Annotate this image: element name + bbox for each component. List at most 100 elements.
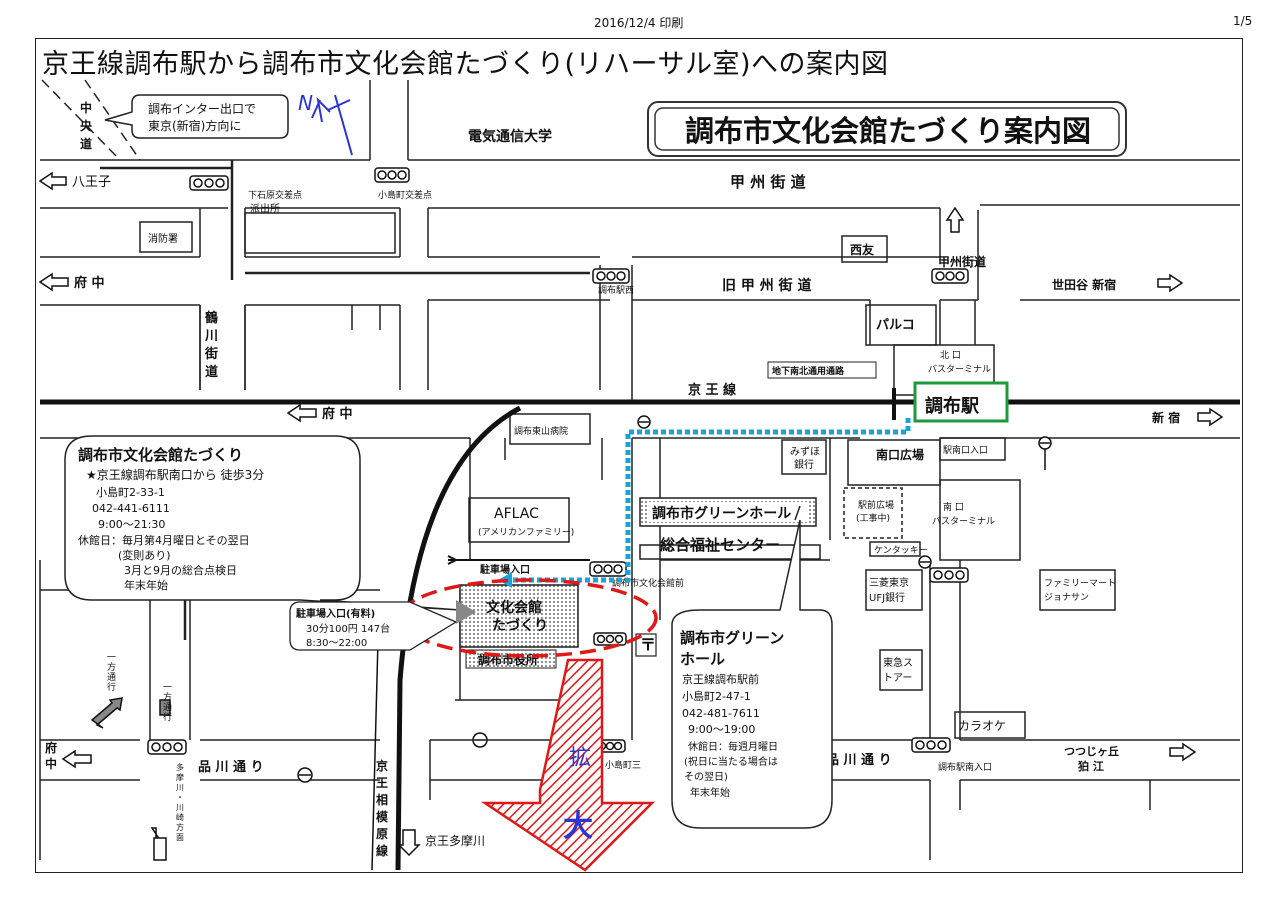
print-date: 2016/12/4 印刷 xyxy=(594,16,684,30)
post-office-icon: 〒 xyxy=(640,635,656,654)
svg-text:原: 原 xyxy=(376,827,388,841)
walking-route xyxy=(505,418,911,583)
north-exit-label: 北 口 xyxy=(940,350,961,361)
kojimacho-label: 小島町交差点 xyxy=(378,189,432,201)
svg-text:川: 川 xyxy=(176,803,184,812)
svg-text:一: 一 xyxy=(107,653,116,663)
interchange-note: 調布インター出口で 東京(新宿)方向に xyxy=(104,94,289,139)
aflac-sub-label: (アメリカンファミリー) xyxy=(478,527,574,538)
svg-text:多: 多 xyxy=(176,762,184,772)
page-number: 1/5 xyxy=(1233,14,1253,28)
no-entry-signs xyxy=(297,415,1052,783)
svg-text:街: 街 xyxy=(204,346,218,362)
enlarge-arrow-icon: 拡 大 xyxy=(480,658,656,872)
kyu-koshu-kaido-label: 旧 甲 州 街 道 xyxy=(722,277,812,294)
svg-text:方: 方 xyxy=(163,691,172,703)
chuo-expressway-2: 央 xyxy=(80,118,93,133)
kfc-label: ケンタッキー xyxy=(874,545,928,556)
tazukuri-highlight xyxy=(398,578,658,658)
svg-text:鶴: 鶴 xyxy=(205,310,218,326)
tokyu-store-label-2: トアー xyxy=(883,673,912,684)
svg-text:・: ・ xyxy=(176,793,184,802)
parking-entrance-small-label: 駐車場入口 xyxy=(480,563,530,576)
shimoishihara-label: 下石原交差点 xyxy=(248,189,302,201)
tazukuri-info-line4: 9:00～21:30 xyxy=(98,518,165,531)
mizuho-label-1: みずほ xyxy=(790,446,820,458)
svg-text:川: 川 xyxy=(176,783,184,792)
svg-text:行: 行 xyxy=(163,711,172,723)
tazukuri-info-line3: 042-441-6111 xyxy=(92,502,170,515)
direction-arrows xyxy=(38,171,1224,861)
south-plaza-label: 南口広場 xyxy=(876,447,924,462)
komae-label: 狛 江 xyxy=(1077,759,1104,773)
tazukuri-bldg-line2: たづくり xyxy=(492,617,548,634)
setagaya-shinjuku-label: 世田谷 新宿 xyxy=(1052,277,1116,292)
kojima-san-label: 小島町三 xyxy=(605,759,641,771)
svg-text:線: 線 xyxy=(376,843,388,858)
green-hall-info-line4: 9:00～19:00 xyxy=(688,723,755,736)
enlarge-label-1: 拡 xyxy=(569,746,591,771)
mizuho-label-2: 銀行 xyxy=(794,458,814,471)
ichikawa-line xyxy=(371,639,379,871)
keio-tamagawa-label: 京王多摩川 xyxy=(425,833,485,848)
higashiyama-label: 調布東山病院 xyxy=(514,425,568,437)
keio-line-label: 京 王 線 xyxy=(688,382,737,398)
chofu-eki-nishi-label: 調布駅西 xyxy=(598,284,634,296)
koshu-kaido-label: 甲 州 街 道 xyxy=(730,173,806,191)
tazukuri-info-line1: ★京王線調布駅南口から 徒歩3分 xyxy=(86,467,264,482)
chofu-station: 調布駅 xyxy=(913,381,1009,423)
shinjuku-rail-label: 新 宿 xyxy=(1152,410,1180,425)
enlarge-label-2: 大 xyxy=(563,809,593,844)
tazukuri-info-line8: 年末年始 xyxy=(124,578,168,592)
parking-info-callout: 駐車場入口(有料) 30分100円 147台 8:30～22:00 xyxy=(289,600,476,651)
green-hall-info-line8: 年末年始 xyxy=(690,786,730,799)
plaza-construction-label-1: 駅前広場 xyxy=(858,499,894,511)
fuchu-road-label: 府 中 xyxy=(74,275,105,291)
north-label: N xyxy=(298,91,313,115)
green-hall-box-label: 調布市グリーンホール xyxy=(652,505,791,522)
shinagawa-dori-left-label: 品 川 通 り xyxy=(198,759,264,775)
svg-text:行: 行 xyxy=(107,681,116,693)
svg-text:道: 道 xyxy=(205,364,218,380)
parking-info-line3: 8:30～22:00 xyxy=(306,638,367,649)
tama-kawasaki-label: 多 摩 川 ・ 川 崎 方 面 xyxy=(176,762,184,842)
svg-text:王: 王 xyxy=(376,776,388,790)
tazukuri-info-line2: 小島町2-33-1 xyxy=(96,485,165,499)
nishitomo-label: 西友 xyxy=(850,242,874,257)
tazukuri-info-line7: 3月と9月の総合点検日 xyxy=(124,563,237,577)
koshu-kaido-arrow-label: 甲州街道 xyxy=(938,254,986,269)
svg-text:摩: 摩 xyxy=(176,772,184,782)
sagamihara-line-label: 京 王 相 模 原 線 xyxy=(376,758,389,858)
chuo-expressway-1: 中 xyxy=(80,100,92,115)
police-box-label: 派出所 xyxy=(250,202,280,215)
green-hall-info-line3: 042-481-7611 xyxy=(682,707,760,720)
chofu-station-label: 調布駅 xyxy=(925,395,980,417)
underpass-label: 地下南北通用通路 xyxy=(772,365,845,377)
tazukuri-info-line5: 休館日：毎月第4月曜日とその翌日 xyxy=(78,533,250,547)
green-hall-info-line7: その翌日) xyxy=(684,771,728,783)
svg-text:面: 面 xyxy=(176,833,184,842)
green-hall-info-line2: 小島町2-47-1 xyxy=(682,689,751,703)
tsurukawa-kaido-label: 鶴 川 街 道 xyxy=(204,310,218,380)
north-bus-terminal-label: バスターミナル xyxy=(928,364,991,375)
tokyu-store-label-1: 東急ス xyxy=(883,656,913,669)
parking-info-line1: 駐車場入口(有料) xyxy=(296,607,375,620)
green-hall-info-callout: 調布市グリーン ホール 京王線調布駅前 小島町2-47-1 042-481-76… xyxy=(671,519,833,829)
tazukuri-info-callout: 調布市文化会館たづくり ★京王線調布駅南口から 徒歩3分 小島町2-33-1 0… xyxy=(64,435,461,611)
interchange-note-line1: 調布インター出口で xyxy=(148,102,256,116)
parco-label: パルコ xyxy=(876,318,915,333)
green-hall-info-title1: 調布市グリーン xyxy=(680,629,784,647)
svg-text:通: 通 xyxy=(163,702,172,713)
svg-text:相: 相 xyxy=(376,792,388,807)
south-bus-terminal-label: バスターミナル xyxy=(932,516,995,527)
page-title: 京王線調布駅から調布市文化会館たづくり(リハーサル室)への案内図 xyxy=(42,49,889,80)
one-way-left-label: 一 方 通 行 xyxy=(107,653,116,693)
svg-text:崎: 崎 xyxy=(176,812,184,822)
chuo-expressway-3: 道 xyxy=(80,136,92,151)
family-mart-label-1: ファミリーマート xyxy=(1044,579,1116,589)
hachioji-label: 八王子 xyxy=(72,175,111,190)
traffic-lights xyxy=(147,167,969,755)
banner-text: 調布市文化会館たづくり案内図 xyxy=(685,114,1091,148)
interchange-note-line2: 東京(新宿)方向に xyxy=(148,118,241,133)
one-way-right-label: 一 方 通 行 xyxy=(163,683,172,723)
